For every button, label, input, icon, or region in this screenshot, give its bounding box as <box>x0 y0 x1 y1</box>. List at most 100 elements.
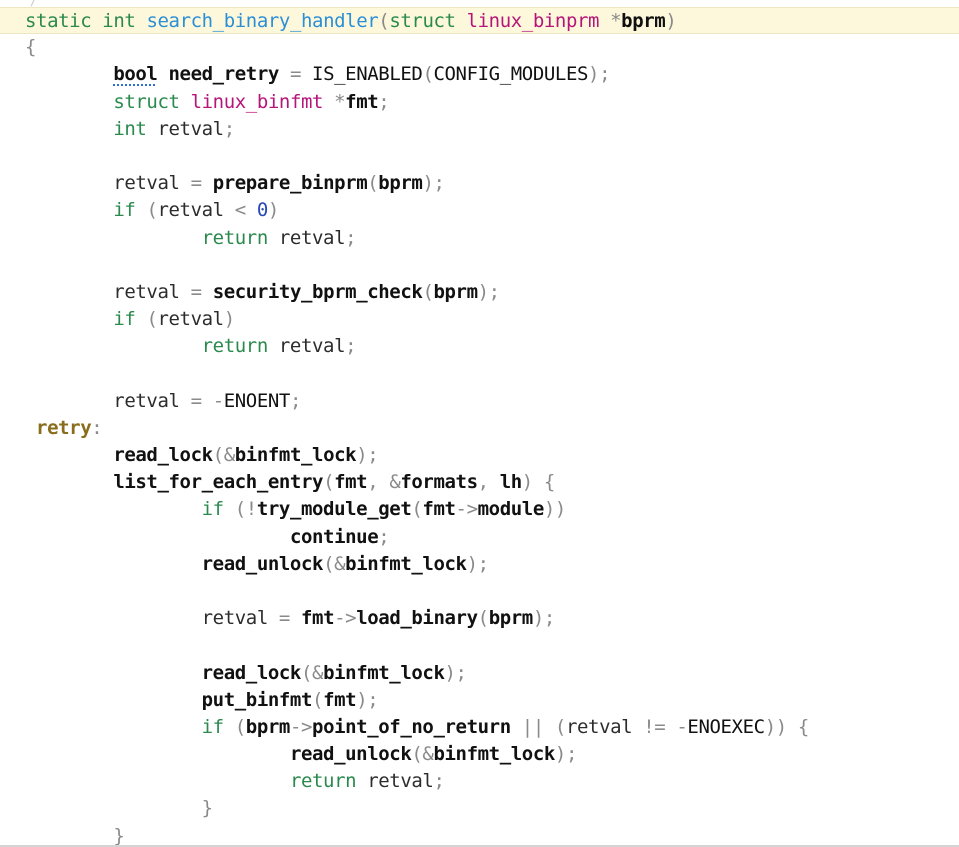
code-token: struct <box>389 10 456 32</box>
code-line[interactable] <box>0 632 959 659</box>
code-line[interactable] <box>0 252 959 279</box>
code-token <box>135 10 146 32</box>
code-token: try_module_get <box>256 498 412 521</box>
code-token: struct <box>113 90 180 113</box>
code-token <box>323 91 334 113</box>
code-token: module <box>477 498 545 521</box>
code-line[interactable]: } <box>0 795 959 822</box>
code-line[interactable]: list_for_each_entry(fmt, &formats, lh) { <box>0 469 959 496</box>
code-token <box>665 716 676 738</box>
code-token: linux_binprm <box>466 10 600 32</box>
code-line[interactable]: retval = security_bprm_check(bprm); <box>0 279 959 306</box>
code-token <box>25 335 202 357</box>
code-token: ( <box>146 308 158 331</box>
code-token: retval <box>565 715 644 738</box>
code-token <box>25 662 202 684</box>
code-token <box>25 553 202 575</box>
code-token: ; <box>223 117 235 140</box>
code-token: ; <box>289 389 302 412</box>
code-line[interactable] <box>0 360 959 387</box>
code-token: fmt <box>323 688 357 711</box>
editor-bottom-border <box>0 845 959 847</box>
code-token: ); <box>444 661 467 684</box>
code-line[interactable]: if (retval) <box>0 306 959 333</box>
code-token: -> <box>289 715 313 738</box>
code-token <box>25 118 113 140</box>
code-line[interactable]: read_lock(&binfmt_lock); <box>0 660 959 687</box>
code-token <box>25 417 36 439</box>
code-line[interactable]: if (retval < 0) <box>0 197 959 224</box>
code-token: retval <box>146 117 224 140</box>
code-token: retval <box>267 335 346 358</box>
code-token <box>202 172 213 194</box>
code-token <box>180 91 191 113</box>
code-token <box>787 716 798 738</box>
code-token <box>456 10 467 32</box>
code-line[interactable]: int retval; <box>0 116 959 143</box>
code-token: return <box>201 226 269 249</box>
code-line[interactable]: retval = prepare_binprm(bprm); <box>0 170 959 197</box>
code-line[interactable]: return retval; <box>0 333 959 360</box>
code-token: ( <box>323 471 335 494</box>
code-token: = <box>190 280 202 303</box>
code-token: ( <box>477 607 489 630</box>
code-token <box>224 716 235 738</box>
code-line-current[interactable]: static int search_binary_handler(struct … <box>0 7 959 35</box>
code-line[interactable]: read_lock(&binfmt_lock); <box>0 442 959 469</box>
code-line[interactable]: return retval; <box>0 768 959 795</box>
code-token <box>25 444 113 466</box>
code-token: ( <box>300 661 313 684</box>
code-token: < <box>234 199 246 222</box>
code-token <box>224 498 235 520</box>
code-line[interactable]: retry: <box>0 415 959 442</box>
code-token: { <box>25 36 37 59</box>
code-line[interactable] <box>0 143 959 170</box>
code-token: ); <box>422 172 445 195</box>
code-token: bprm <box>378 172 423 195</box>
code-line[interactable]: put_binfmt(fmt); <box>0 687 959 714</box>
code-token: fmt <box>301 607 335 630</box>
code-token: retval <box>157 308 224 331</box>
code-token: ); <box>356 688 379 711</box>
code-token: = <box>289 63 301 86</box>
code-token <box>202 390 213 412</box>
code-line[interactable]: read_unlock(&binfmt_lock); <box>0 551 959 578</box>
code-token <box>25 63 113 85</box>
code-token <box>25 227 202 249</box>
code-token: ; <box>378 525 390 548</box>
code-token: ; <box>345 335 357 358</box>
code-line[interactable] <box>0 578 959 605</box>
code-token <box>301 63 312 85</box>
code-token: if <box>201 715 224 738</box>
code-token <box>202 281 213 303</box>
code-token: continue <box>289 525 379 548</box>
code-line[interactable]: struct linux_binfmt *fmt; <box>0 89 959 116</box>
code-line[interactable]: { <box>0 34 959 61</box>
code-token: point_of_no_return <box>312 715 511 738</box>
code-token: )) <box>764 715 787 738</box>
code-token: need_retry <box>168 63 280 86</box>
code-line[interactable]: read_unlock(&binfmt_lock); <box>0 741 959 768</box>
code-line[interactable]: retval = -ENOENT; <box>0 388 959 415</box>
code-token: * <box>334 90 346 113</box>
code-line[interactable]: retval = fmt->load_binary(bprm); <box>0 605 959 632</box>
code-line[interactable]: } <box>0 823 959 847</box>
code-token <box>25 743 290 765</box>
code-line[interactable]: bool need_retry = IS_ENABLED(CONFIG_MODU… <box>0 61 959 88</box>
code-line[interactable]: if (bprm->point_of_no_return || (retval … <box>0 714 959 741</box>
code-token: ( <box>367 172 379 195</box>
code-token: * <box>610 10 622 32</box>
code-line[interactable]: continue; <box>0 524 959 551</box>
code-token: : <box>91 416 103 439</box>
code-area[interactable]: static int search_binary_handler(struct … <box>0 7 959 847</box>
code-token <box>25 199 113 221</box>
code-token: } <box>113 824 125 847</box>
code-token: put_binfmt <box>201 688 313 711</box>
code-line[interactable]: return retval; <box>0 225 959 252</box>
code-token: IS_ENABLED <box>312 63 423 86</box>
code-token: ( <box>411 498 423 521</box>
code-line[interactable]: if (!try_module_get(fmt->module)) <box>0 496 959 523</box>
code-token: read_lock <box>113 444 213 466</box>
code-token: ( <box>411 743 423 766</box>
